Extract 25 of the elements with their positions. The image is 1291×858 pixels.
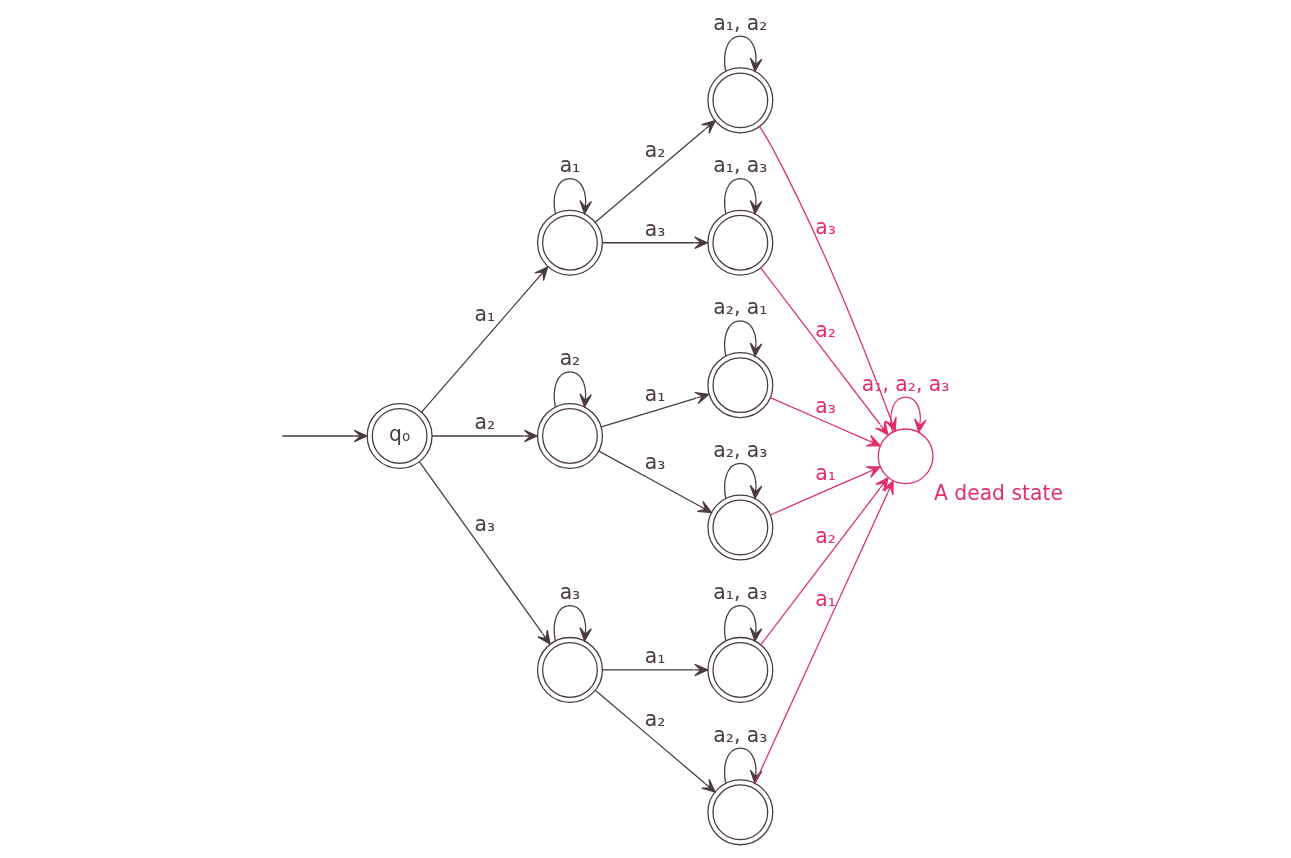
- edge-label: a₃: [815, 393, 836, 418]
- edge-label: a₂: [474, 410, 496, 435]
- edge-label: a₃: [644, 217, 666, 242]
- edge-label: a₁: [815, 587, 836, 612]
- edge-label: a₁: [559, 152, 581, 177]
- edge-label: a₁: [644, 644, 666, 669]
- edge-label: a₁: [815, 461, 836, 486]
- edge-label: a₃: [559, 580, 581, 605]
- edge-label: a₂, a₁: [713, 295, 768, 320]
- edge-label: a₁, a₃: [713, 580, 768, 605]
- edge-label: a₁, a₃: [713, 152, 768, 177]
- edge-label: a₂: [559, 346, 581, 371]
- edge-label: a₁, a₂: [713, 10, 768, 35]
- node-label: A dead state: [933, 480, 1063, 505]
- edge-label: a₃: [644, 449, 666, 474]
- edge-label: a₂, a₃: [713, 722, 768, 747]
- edge-label: a₂: [644, 138, 666, 163]
- edge-label: a₃: [815, 214, 836, 239]
- edge-label: a₁: [474, 302, 496, 327]
- edge-label: a₃: [474, 512, 496, 537]
- edge-label: a₂: [815, 523, 836, 548]
- edge-label: a₂, a₃: [713, 437, 768, 462]
- edge-label: a₁: [644, 382, 666, 407]
- edge-label: a₂: [815, 317, 836, 342]
- edge-label: a₂: [644, 706, 666, 731]
